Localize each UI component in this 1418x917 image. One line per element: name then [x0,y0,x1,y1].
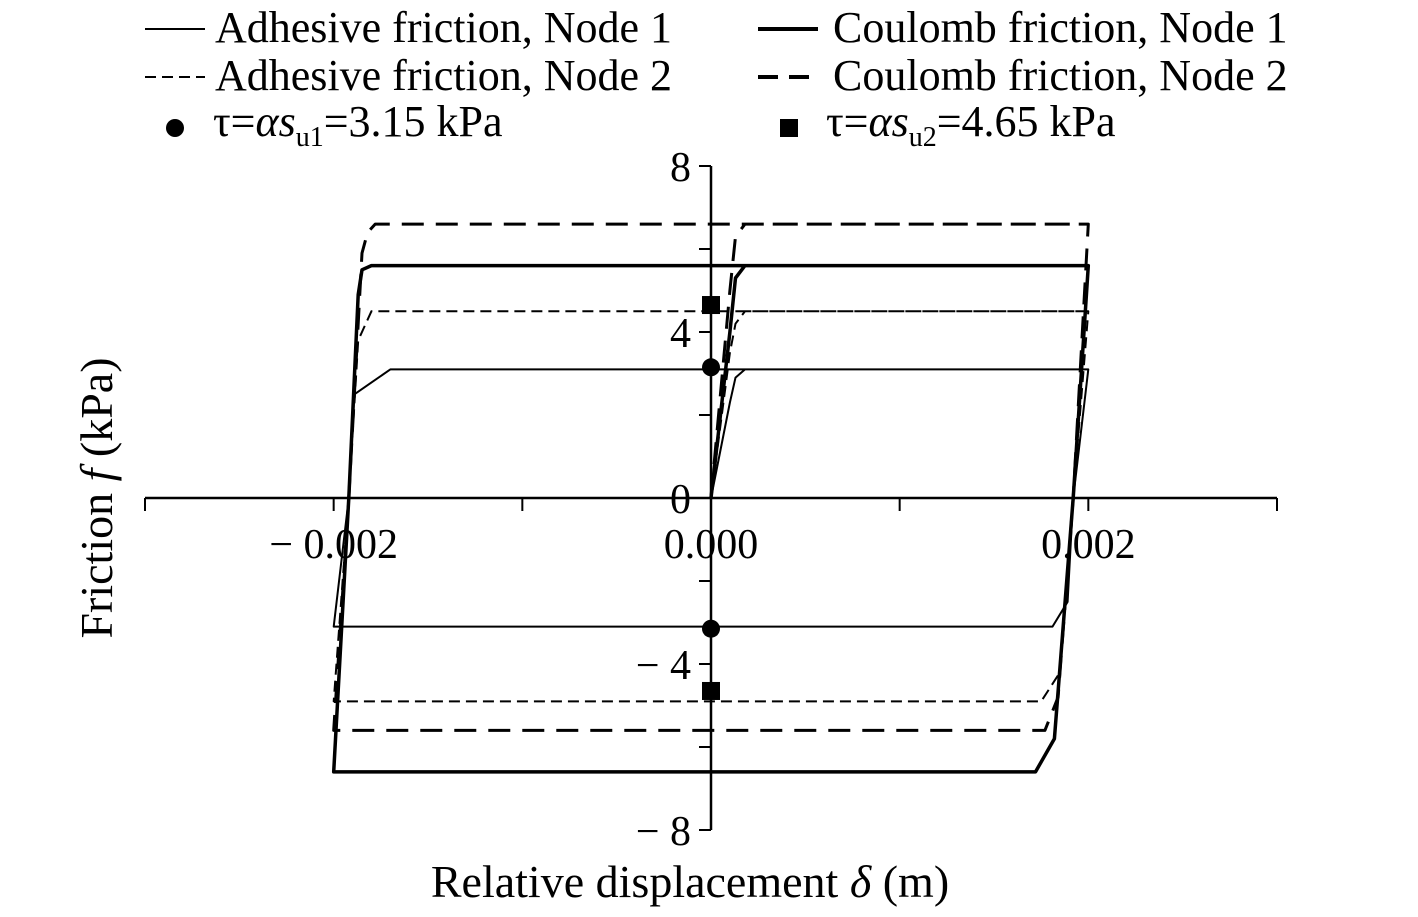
x-tick-label-2: 0.002 [1041,522,1136,568]
marker-circle-2 [702,619,720,638]
legend: Adhesive friction, Node 1 Coulomb fricti… [145,3,1288,153]
y-tick-label-2: 0 [670,477,691,523]
marker-layer [702,296,720,700]
y-tick-labels: − 8 − 4 0 4 8 [636,145,691,855]
legend-label-coulomb-node-2: Coulomb friction, Node 2 [833,51,1288,100]
legend-label-adhesive-node-1: Adhesive friction, Node 1 [215,3,672,52]
y-ticks [699,165,711,831]
legend-marker-square [780,119,798,137]
y-tick-label-3: 4 [670,311,691,357]
legend-label-tau-su1: τ=αsu1=3.15 kPa [213,97,503,153]
marker-square-2 [702,681,720,700]
marker-circle-1 [702,358,720,377]
y-tick-label-4: 8 [670,145,691,191]
legend-marker-circle [166,119,184,137]
legend-label-coulomb-node-1: Coulomb friction, Node 1 [833,3,1288,52]
marker-square-1 [702,296,720,315]
series-layer [331,222,1091,774]
legend-label-tau-su2: τ=αsu2=4.65 kPa [826,97,1116,153]
x-tick-label-0: − 0.002 [269,522,398,568]
y-tick-label-0: − 8 [636,809,691,855]
series-line-2 [332,310,1090,703]
x-axis-title: Relative displacement δ (m) [431,856,949,907]
x-tick-labels: − 0.002 0.000 0.002 [269,522,1135,568]
legend-label-adhesive-node-2: Adhesive friction, Node 2 [215,51,672,100]
x-tick-label-1: 0.000 [664,522,759,568]
y-tick-label-1: − 4 [636,643,691,689]
x-ticks [144,498,1278,511]
y-axis-title: Friction f (kPa) [71,357,122,638]
